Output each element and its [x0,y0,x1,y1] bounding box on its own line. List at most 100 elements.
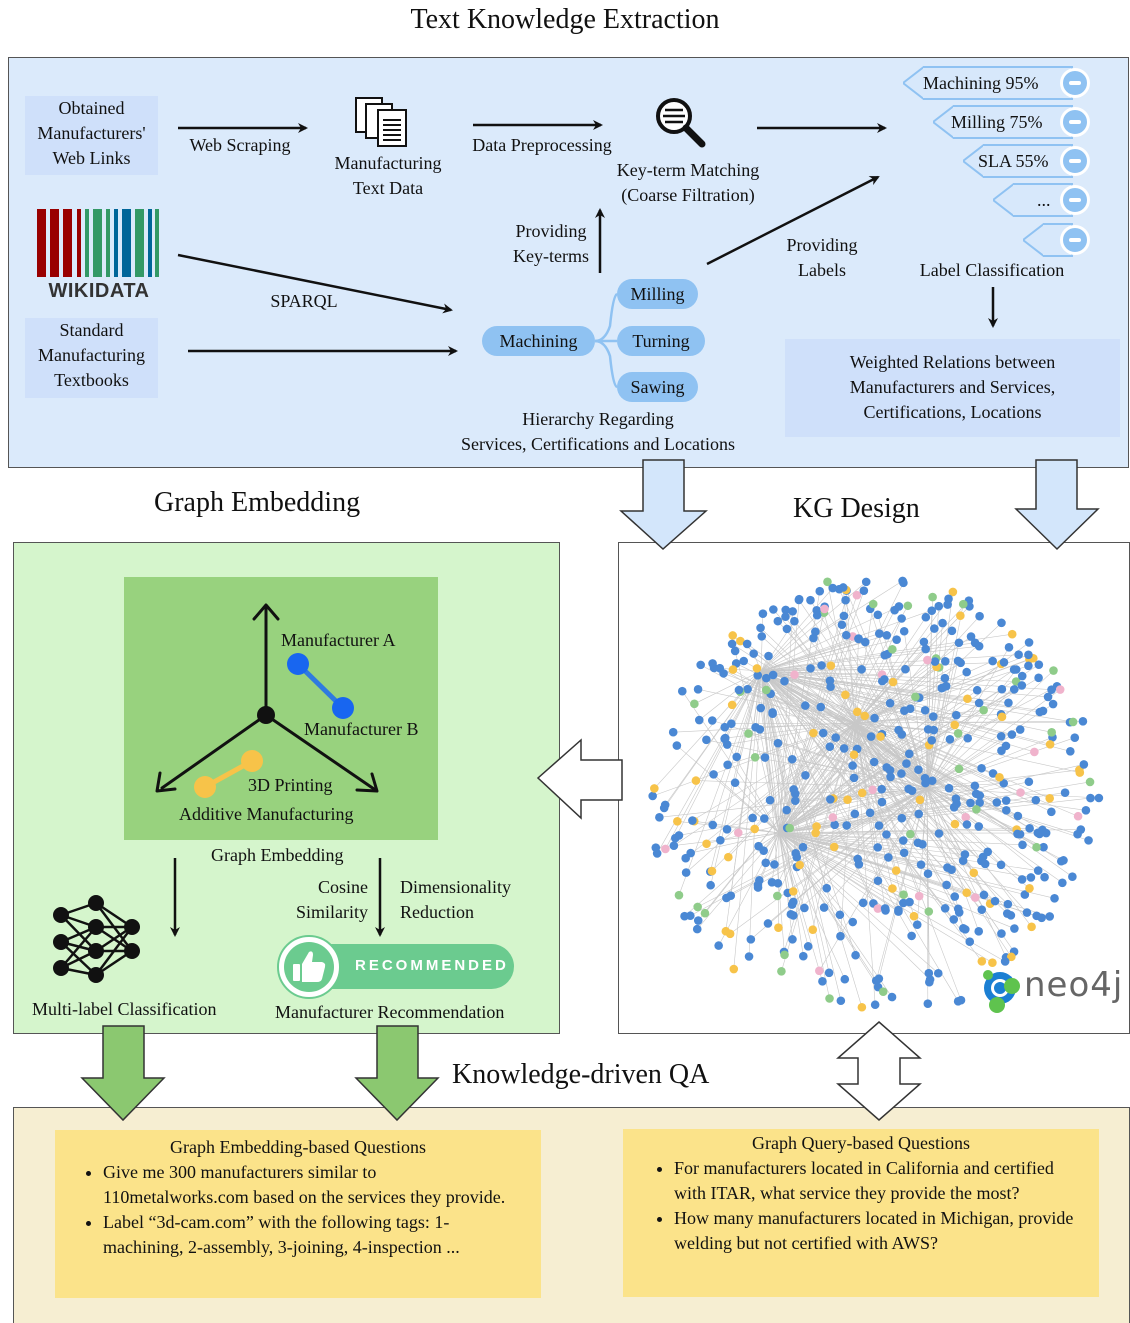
kg-node [1022,908,1032,917]
kg-edge [903,631,928,789]
kg-node [1055,685,1065,694]
kg-node [830,820,839,830]
kg-node [954,764,964,774]
kg-edge [778,832,955,897]
kg-node [756,623,765,633]
kg-node [997,712,1007,722]
kg-edge [926,787,930,983]
kg-node [1006,911,1016,920]
kg-node [769,605,778,614]
kg-edge [778,748,845,834]
kg-edge [690,832,780,854]
kg-node [1059,856,1068,865]
kg-node [1000,957,1010,966]
kg-node [990,896,1000,906]
kg-node [743,684,752,694]
kg-edge [736,670,762,757]
kg-node [977,957,987,966]
kg-edge [778,832,922,865]
kg-node [837,620,847,630]
kg-node [848,761,857,770]
kg-node [700,908,710,918]
kg-node [971,789,981,799]
kg-node [1039,842,1048,852]
kg-node [728,631,738,640]
kg-node [787,754,797,764]
query-questions-box: Graph Query-based Questions For manufact… [623,1129,1099,1297]
kg-node [868,599,878,609]
kg-edge [760,670,842,1001]
kg-node [1086,793,1095,803]
kg-node [777,966,786,976]
kg-node [730,646,740,656]
manufacturer-a-label: Manufacturer A [281,630,396,650]
kg-design-title: KG Design [793,493,920,524]
kg-node [974,927,984,936]
kg-node [1033,866,1043,875]
kg-node [897,813,907,823]
kg-edge [854,722,913,791]
kg-node [815,586,825,596]
kg-node [809,728,818,738]
kg-node [1081,806,1091,815]
kg-node [1045,912,1055,921]
kg-node [1017,875,1027,884]
kg-node [1024,777,1034,787]
kg-node [707,866,717,876]
kg-node [780,676,789,686]
kg-edge [720,832,780,841]
kg-node [997,684,1007,694]
kg-node [1068,717,1078,727]
hierarchy-root-machining: Machining [482,326,595,356]
kg-node [801,770,810,780]
kg-node [744,952,754,961]
kg-node [902,759,911,768]
kg-node [838,583,848,592]
providing-key-terms-label: Providing Key-terms [513,221,589,266]
kg-node [873,904,883,913]
kg-node [924,907,934,916]
kg-node [820,604,829,614]
kg-node [907,786,917,795]
kg-node [726,891,736,900]
kg-edge [778,832,1055,899]
kg-node [758,609,768,618]
kg-node [954,638,964,648]
kg-node [800,701,810,710]
kg-node [905,704,915,714]
query-questions-title: Graph Query-based Questions [752,1133,970,1153]
kg-node [696,660,705,670]
kg-node [661,844,670,854]
kg-node [781,612,790,622]
kg-node [914,765,923,774]
kg-node [1032,842,1041,852]
kg-node [956,995,966,1005]
kg-node [839,611,849,621]
kg-node [762,673,771,683]
kg-node [1066,746,1075,756]
kg-node [1025,883,1034,893]
web-links-box: Obtained Manufacturers' Web Links [25,96,158,175]
kg-node [749,649,758,658]
kg-node [944,594,953,604]
hierarchy-caption: Hierarchy Regarding Services, Certificat… [461,409,735,454]
kg-node [947,865,956,875]
kg-node [897,614,906,623]
kg-node [714,941,723,950]
kg-node [734,685,744,695]
kg-node [1007,629,1017,639]
kg-node [774,923,783,932]
kg-node [890,605,899,615]
kg-node [829,842,839,852]
kg-node [1004,698,1013,708]
kg-node [817,661,826,670]
kg-node [754,841,763,851]
kg-node [790,670,799,680]
kg-node [874,821,884,830]
kg-node [876,732,885,741]
kg-node [1094,793,1104,803]
kg-node [873,843,883,852]
kg-node [806,595,815,605]
kg-node [760,753,770,762]
kg-node [1076,825,1086,834]
